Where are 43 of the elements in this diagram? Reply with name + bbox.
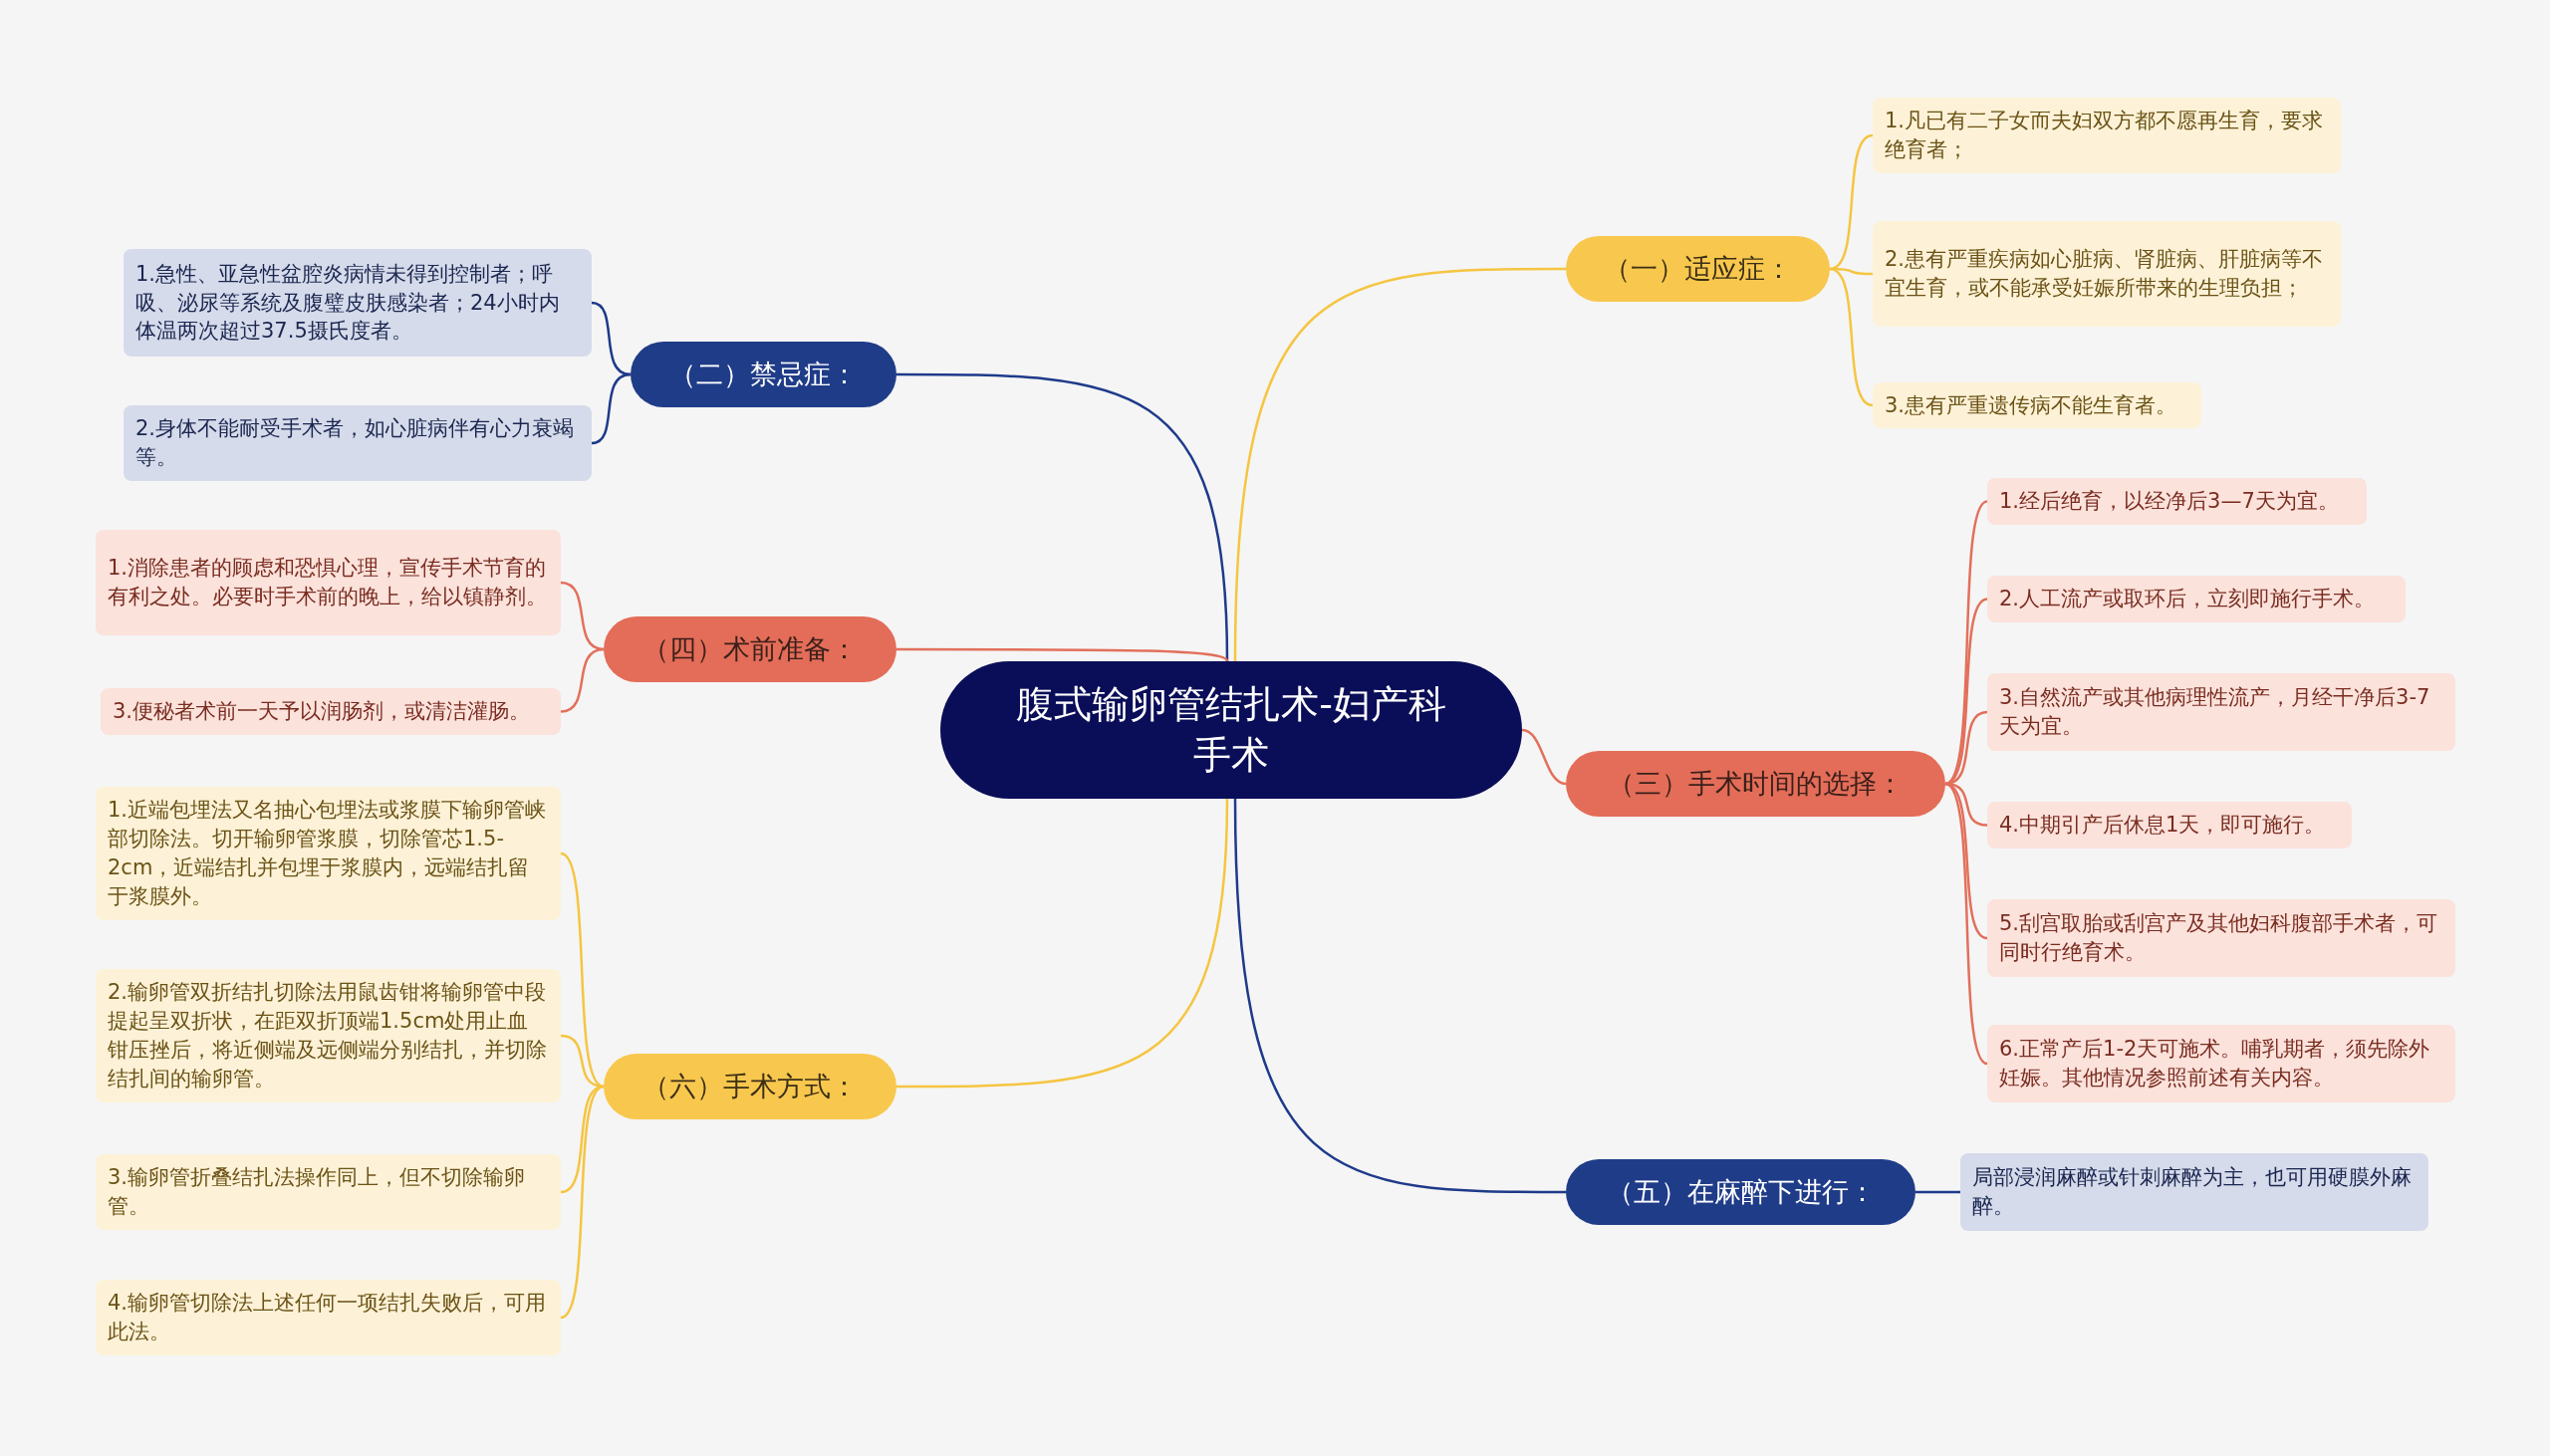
- branch-topic: （五）在麻醉下进行：: [1566, 1159, 1915, 1225]
- connector-line: [1944, 500, 1988, 785]
- connector-line: [560, 581, 605, 651]
- subtopic-card: 3.患有严重遗传病不能生育者。: [1873, 382, 2201, 428]
- subtopic-card: 2.患有严重疾病如心脏病、肾脏病、肝脏病等不宜生育，或不能承受妊娠所带来的生理负担；: [1873, 221, 2341, 327]
- connector-line: [560, 851, 605, 1089]
- branch-topic: （三）手术时间的选择：: [1566, 751, 1945, 817]
- subtopic-card: 4.输卵管切除法上述任何一项结扎失败后，可用此法。: [96, 1280, 561, 1355]
- connector-line: [1944, 710, 1988, 786]
- branch-topic: （二）禁忌症：: [631, 342, 896, 407]
- connector-line: [1829, 133, 1874, 271]
- connector-line: [591, 301, 632, 376]
- connector-line: [560, 1085, 605, 1320]
- connector-line: [1915, 1190, 1960, 1194]
- subtopic-card: 1.凡已有二子女而夫妇双方都不愿再生育，要求绝育者；: [1873, 98, 2341, 173]
- connector-line: [1829, 267, 1874, 407]
- subtopic-card: 局部浸润麻醉或针刺麻醉为主，也可用硬膜外麻醉。: [1960, 1153, 2428, 1231]
- connector-line: [1233, 798, 1566, 1194]
- subtopic-card: 1.经后绝育，以经净后3—7天为宜。: [1987, 478, 2367, 525]
- subtopic-card: 1.近端包埋法又名抽心包埋法或浆膜下输卵管峡部切除法。切开输卵管浆膜，切除管芯1.5-2cm，近端结扎并包埋于浆膜内，远端结扎留于浆膜外。: [96, 787, 561, 920]
- subtopic-card: 1.消除患者的顾虑和恐惧心理，宣传手术节育的有利之处。必要时手术前的晚上，给以镇静剂。: [96, 530, 561, 635]
- branch-topic: （一）适应症：: [1566, 236, 1830, 302]
- subtopic-card: 2.身体不能耐受手术者，如心脏病伴有心力衰竭等。: [124, 405, 592, 481]
- connector-line: [896, 372, 1229, 662]
- central-topic: 腹式输卵管结扎术-妇产科手术: [940, 661, 1522, 799]
- subtopic-card: 2.输卵管双折结扎切除法用鼠齿钳将输卵管中段提起呈双折状，在距双折顶端1.5cm处用止血钳压挫后，将近侧端及远侧端分别结扎，并切除结扎间的输卵管。: [96, 969, 561, 1102]
- subtopic-card: 1.急性、亚急性盆腔炎病情未得到控制者；呼吸、泌尿等系统及腹璧皮肤感染者；24小时内体温两次超过37.5摄氏度者。: [124, 249, 592, 357]
- connector-line: [896, 798, 1229, 1089]
- connector-line: [1521, 728, 1567, 786]
- connector-line: [591, 372, 632, 445]
- branch-topic: （四）术前准备：: [604, 616, 896, 682]
- connector-line: [560, 647, 605, 713]
- connector-line: [1233, 267, 1566, 662]
- subtopic-card: 3.输卵管折叠结扎法操作同上，但不切除输卵管。: [96, 1154, 561, 1230]
- connector-line: [896, 647, 1228, 662]
- connector-line: [1944, 783, 1988, 1065]
- subtopic-card: 6.正常产后1-2天可施术。哺乳期者，须先除外妊娠。其他情况参照前述有关内容。: [1987, 1025, 2455, 1102]
- subtopic-card: 3.便秘者术前一天予以润肠剂，或清洁灌肠。: [101, 688, 561, 735]
- subtopic-card: 5.刮宫取胎或刮宫产及其他妇科腹部手术者，可同时行绝育术。: [1987, 899, 2455, 977]
- subtopic-card: 4.中期引产后休息1天，即可施行。: [1987, 802, 2352, 849]
- branch-topic: （六）手术方式：: [604, 1054, 896, 1119]
- subtopic-card: 2.人工流产或取环后，立刻即施行手术。: [1987, 576, 2406, 622]
- subtopic-card: 3.自然流产或其他病理性流产，月经干净后3-7天为宜。: [1987, 673, 2455, 751]
